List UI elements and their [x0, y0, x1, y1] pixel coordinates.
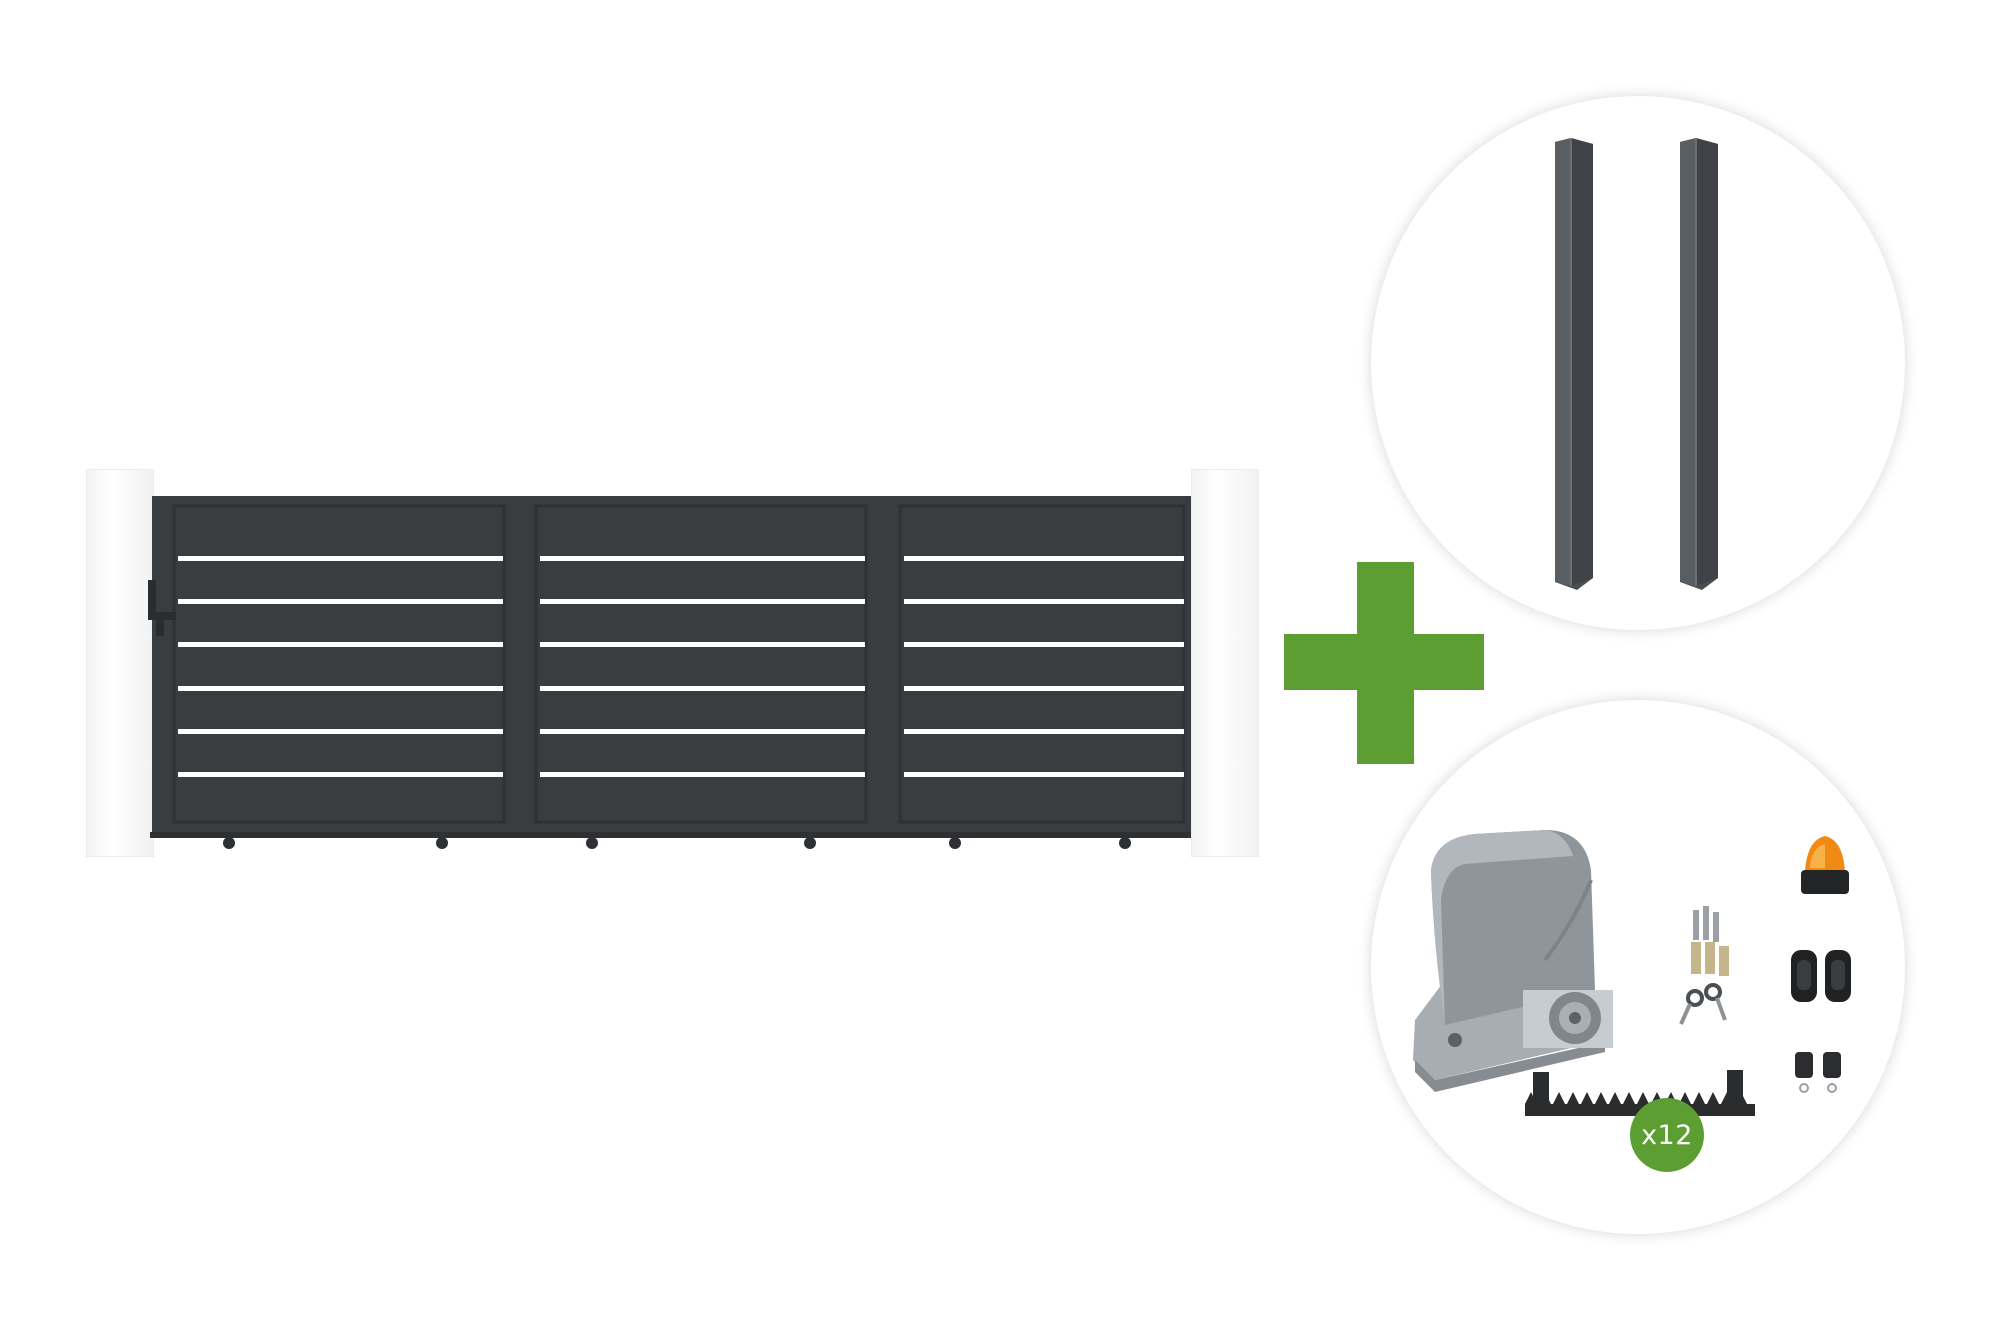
- sliding-gate: [148, 490, 1244, 849]
- right-pillar: [1191, 469, 1259, 857]
- gate-motor-kit: [1413, 830, 1851, 1116]
- posts-circle: [1371, 96, 1905, 630]
- quantity-badge-label: x12: [1641, 1119, 1693, 1151]
- quantity-badge: x12: [1630, 1098, 1704, 1172]
- left-pillar: [86, 469, 154, 857]
- gate-posts: [1555, 138, 1718, 590]
- plus-icon-vertical-bar: [1357, 562, 1414, 764]
